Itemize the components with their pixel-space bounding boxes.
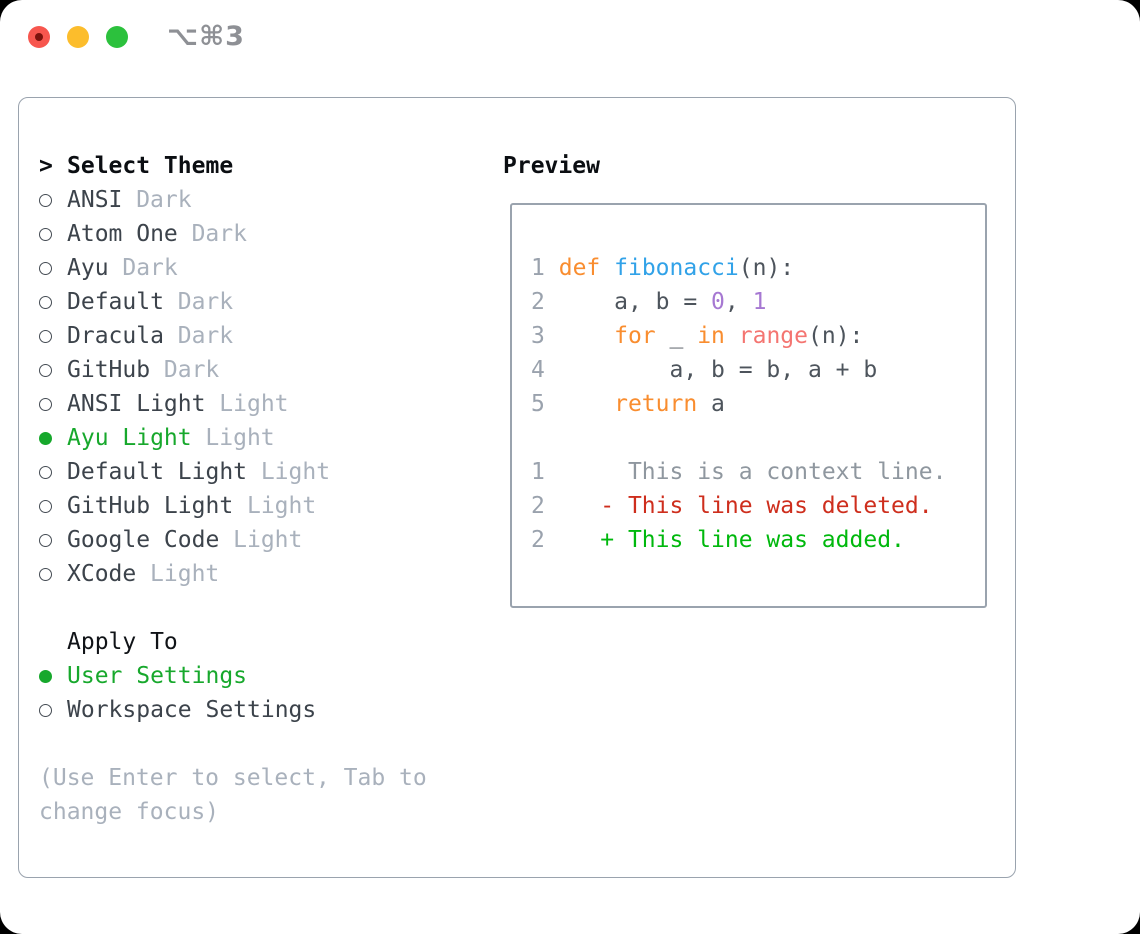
theme-option-github-light[interactable]: GitHub Light Light	[39, 489, 441, 523]
theme-option-label: ANSI	[67, 187, 123, 213]
preview-title: Preview	[503, 153, 600, 179]
theme-option-atom-one[interactable]: Atom One Dark	[39, 217, 441, 251]
code-line: 4 a, b = b, a + b	[531, 357, 878, 383]
theme-variant-label: Dark	[191, 221, 247, 247]
radio-unselected-icon	[39, 465, 67, 479]
apply-option-label: Workspace Settings	[67, 697, 317, 723]
theme-option-ayu-light[interactable]: Ayu Light Light	[39, 421, 441, 455]
theme-option-google-code[interactable]: Google Code Light	[39, 523, 441, 557]
theme-option-default[interactable]: Default Dark	[39, 285, 441, 319]
apply-option-workspace-settings[interactable]: Workspace Settings	[39, 693, 441, 727]
theme-option-label: ANSI Light	[67, 391, 206, 417]
radio-unselected-icon	[39, 227, 67, 241]
code-line	[531, 421, 946, 455]
theme-variant-label: Light	[219, 391, 289, 417]
theme-variant-label: Dark	[122, 255, 178, 281]
theme-option-ayu[interactable]: Ayu Dark	[39, 251, 441, 285]
theme-variant-label: Dark	[136, 187, 192, 213]
radio-unselected-icon	[39, 533, 67, 547]
theme-option-ansi-light[interactable]: ANSI Light Light	[39, 387, 441, 421]
select-theme-title: Select Theme	[67, 153, 234, 179]
theme-option-dracula[interactable]: Dracula Dark	[39, 319, 441, 353]
code-line: 1 This is a context line.	[531, 459, 947, 485]
theme-option-label: Atom One	[67, 221, 178, 247]
theme-option-label: Google Code	[67, 527, 220, 553]
spacer	[39, 591, 441, 625]
radio-unselected-icon	[39, 703, 67, 717]
theme-option-label: Dracula	[67, 323, 164, 349]
radio-unselected-icon	[39, 397, 67, 411]
theme-option-label: Ayu Light	[67, 425, 192, 451]
theme-option-ansi[interactable]: ANSI Dark	[39, 183, 441, 217]
select-theme-header: > Select Theme	[39, 149, 441, 183]
theme-variant-label: Dark	[177, 289, 234, 315]
code-line: 2 a, b = 0, 1	[531, 289, 767, 315]
code-preview: 1 def fibonacci(n): 2 a, b = 0, 1 3 for _ …	[531, 251, 946, 557]
apply-option-user-settings[interactable]: User Settings	[39, 659, 441, 693]
theme-variant-label: Dark	[177, 323, 234, 349]
apply-to-title: Apply To	[67, 629, 178, 655]
theme-variant-label: Light	[260, 459, 331, 485]
code-line: 2 + This line was added.	[531, 527, 905, 553]
radio-unselected-icon	[39, 295, 67, 309]
theme-option-label: GitHub Light	[67, 493, 234, 519]
theme-option-label: Ayu	[67, 255, 109, 281]
apply-to-header: Apply To	[39, 625, 441, 659]
code-line: 3 for _ in range(n):	[531, 323, 864, 349]
theme-option-label: GitHub	[67, 357, 151, 383]
apply-option-label: User Settings	[67, 663, 248, 689]
radio-unselected-icon	[39, 329, 67, 343]
radio-unselected-icon	[39, 499, 67, 513]
preview-pane: 1 def fibonacci(n): 2 a, b = 0, 1 3 for _ …	[510, 203, 987, 608]
radio-unselected-icon	[39, 261, 67, 275]
radio-selected-icon	[39, 669, 67, 683]
theme-variant-label: Light	[205, 425, 275, 451]
window-shortcut-title: ⌥⌘3	[167, 21, 245, 52]
radio-selected-icon	[39, 431, 67, 445]
theme-option-label: Default	[67, 289, 164, 315]
theme-variant-label: Light	[246, 493, 317, 519]
theme-option-xcode[interactable]: XCode Light	[39, 557, 441, 591]
theme-option-label: Default Light	[67, 459, 248, 485]
prompt-icon: >	[39, 153, 53, 179]
code-line: 5 return a	[531, 391, 725, 417]
close-button[interactable]	[28, 26, 50, 48]
zoom-button[interactable]	[106, 26, 128, 48]
theme-option-github[interactable]: GitHub Dark	[39, 353, 441, 387]
theme-variant-label: Dark	[163, 357, 220, 383]
radio-unselected-icon	[39, 193, 67, 207]
radio-unselected-icon	[39, 567, 67, 581]
spacer	[39, 727, 441, 761]
theme-option-label: XCode	[67, 561, 137, 587]
help-text: (Use Enter to select, Tab to change focu…	[39, 765, 427, 825]
theme-variant-label: Light	[233, 527, 303, 553]
theme-option-default-light[interactable]: Default Light Light	[39, 455, 441, 489]
title-bar: ⌥⌘3	[0, 0, 1140, 60]
code-line: 2 - This line was deleted.	[531, 493, 933, 519]
theme-variant-label: Light	[150, 561, 220, 587]
radio-unselected-icon	[39, 363, 67, 377]
minimize-button[interactable]	[67, 26, 89, 48]
code-line: 1 def fibonacci(n):	[531, 255, 795, 281]
